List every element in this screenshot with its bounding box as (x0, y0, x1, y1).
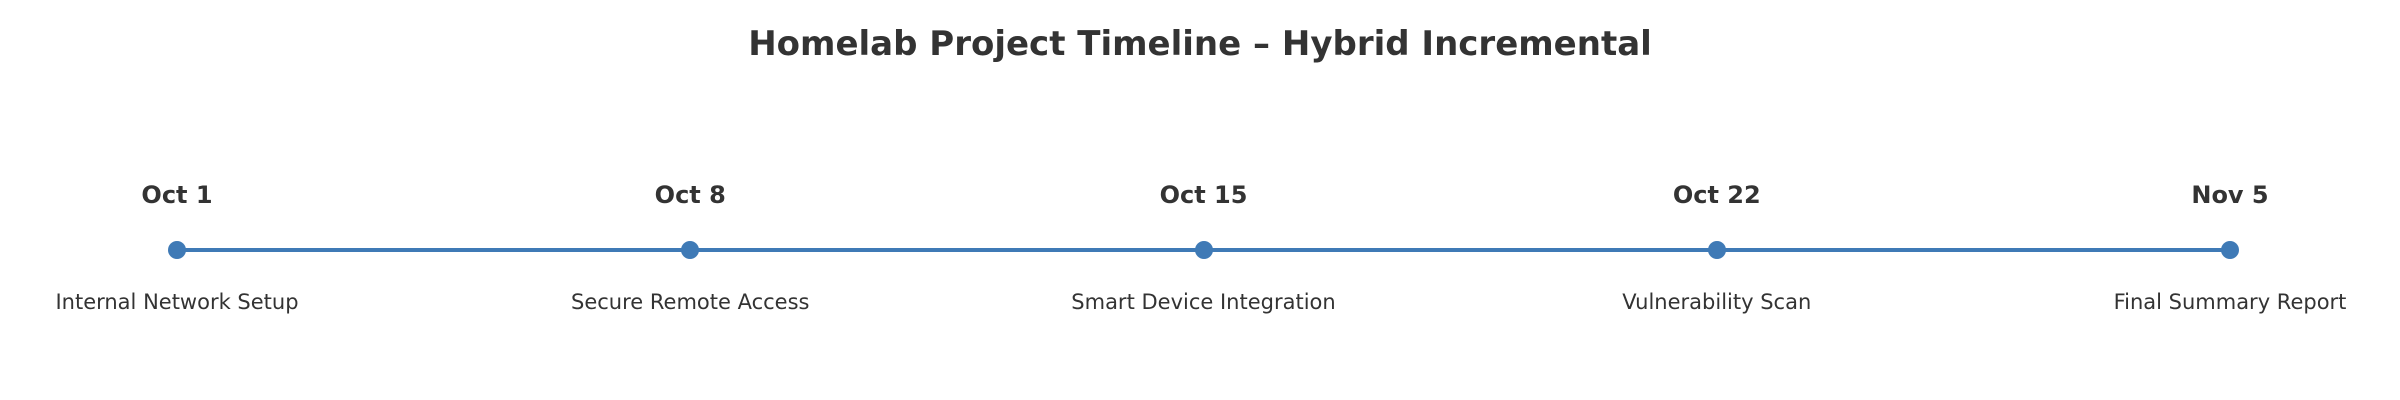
milestone-label: Smart Device Integration (1071, 290, 1336, 314)
milestone-date: Oct 1 (141, 181, 213, 209)
milestone-label: Internal Network Setup (55, 290, 299, 314)
milestone-marker (168, 241, 186, 259)
timeline-title: Homelab Project Timeline – Hybrid Increm… (748, 24, 1652, 64)
milestone-date: Oct 22 (1672, 181, 1761, 209)
milestone-date: Oct 15 (1159, 181, 1248, 209)
milestone-marker (1194, 241, 1213, 259)
milestone-marker (2221, 241, 2239, 259)
milestone-label: Final Summary Report (2113, 290, 2347, 314)
milestone-date: Oct 8 (654, 181, 726, 209)
milestone-marker (1707, 241, 1726, 259)
milestone-label: Secure Remote Access (571, 290, 810, 314)
milestone-marker (681, 241, 700, 259)
milestone-date: Nov 5 (2191, 181, 2269, 209)
milestone-label: Vulnerability Scan (1622, 290, 1812, 314)
